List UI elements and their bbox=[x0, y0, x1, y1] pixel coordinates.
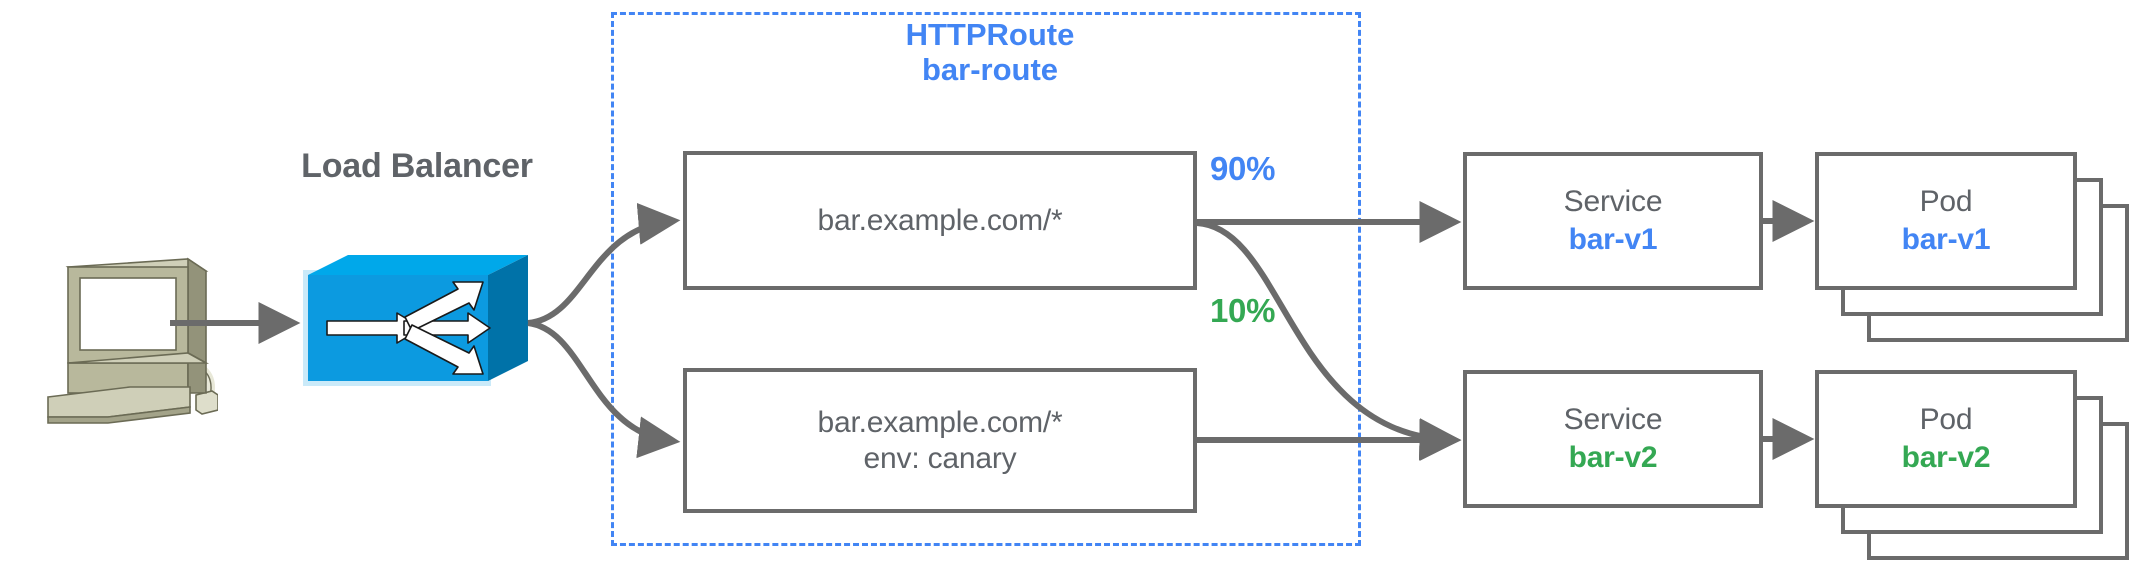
pod-stack-bar-v1: Pod bar-v1 bbox=[1815, 152, 2135, 342]
route-rule-canary[interactable]: bar.example.com/* env: canary bbox=[683, 368, 1197, 513]
route-rule-canary-header: env: canary bbox=[863, 441, 1017, 475]
route-rule-primary-match: bar.example.com/* bbox=[817, 203, 1063, 237]
service-bar-v2-name: bar-v2 bbox=[1568, 441, 1658, 474]
load-balancer-label: Load Balancer bbox=[301, 147, 533, 185]
pod-bar-v2-name: bar-v2 bbox=[1901, 441, 1991, 474]
httproute-title: HTTPRoute bar-route bbox=[730, 17, 1250, 87]
pod-bar-v1-name: bar-v1 bbox=[1901, 223, 1991, 256]
service-bar-v1-kind: Service bbox=[1563, 185, 1663, 218]
pod-bar-v1[interactable]: Pod bar-v1 bbox=[1815, 152, 2077, 290]
service-bar-v1-name: bar-v1 bbox=[1568, 223, 1658, 256]
httproute-kind: HTTPRoute bbox=[905, 17, 1075, 52]
httproute-name: bar-route bbox=[921, 51, 1059, 87]
service-bar-v2-kind: Service bbox=[1563, 403, 1663, 436]
pod-bar-v2[interactable]: Pod bar-v2 bbox=[1815, 370, 2077, 508]
service-bar-v2[interactable]: Service bar-v2 bbox=[1463, 370, 1763, 508]
service-bar-v1[interactable]: Service bar-v1 bbox=[1463, 152, 1763, 290]
pod-bar-v2-kind: Pod bbox=[1919, 403, 1973, 436]
weight-label-90: 90% bbox=[1210, 150, 1276, 187]
weight-label-10: 10% bbox=[1210, 292, 1276, 329]
route-rule-canary-match: bar.example.com/* bbox=[817, 405, 1063, 439]
pod-stack-bar-v2: Pod bar-v2 bbox=[1815, 370, 2135, 560]
workstation-icon bbox=[38, 245, 219, 425]
pod-bar-v1-kind: Pod bbox=[1919, 185, 1973, 218]
load-balancer-switch-icon bbox=[300, 253, 532, 398]
route-rule-primary[interactable]: bar.example.com/* bbox=[683, 151, 1197, 290]
